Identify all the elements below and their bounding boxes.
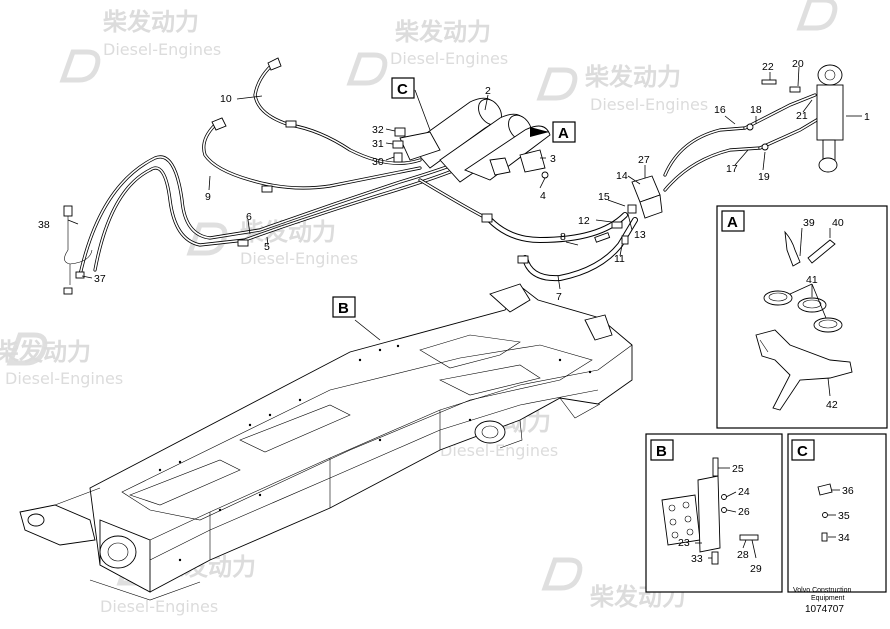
watermark-brand-en: Diesel-Engines xyxy=(240,249,358,268)
detail-a-title: A xyxy=(727,214,738,231)
part-label: 36 xyxy=(842,485,854,497)
part-label: 41 xyxy=(806,274,818,286)
watermark-logo-icon xyxy=(536,67,578,101)
part-label: 37 xyxy=(94,273,106,285)
part-label: 27 xyxy=(638,154,650,166)
part-label: 2 xyxy=(485,85,491,97)
callout-b-label: B xyxy=(338,300,349,317)
detail-b-title: B xyxy=(656,443,667,460)
part-label: 35 xyxy=(838,510,850,522)
drawing-footer: Volvo Construction Equipment 1074707 xyxy=(793,587,851,615)
watermark-tile: 柴发动力 Diesel-Engines xyxy=(186,218,358,268)
part-label: 30 xyxy=(372,156,384,168)
detail-c-title: C xyxy=(797,443,808,460)
part-label: 42 xyxy=(826,399,838,411)
accumulator-group xyxy=(392,97,551,183)
main-frame xyxy=(19,283,633,601)
part-label: 8 xyxy=(560,231,566,243)
part-label: 3 xyxy=(550,153,556,165)
watermark-brand-en: Diesel-Engines xyxy=(390,49,508,68)
watermark-logo-icon xyxy=(796,0,838,31)
part-label: 6 xyxy=(246,211,252,223)
part-label: 5 xyxy=(264,241,270,253)
part-label: 28 xyxy=(737,549,749,561)
watermark-brand-cn: 柴发动力 xyxy=(102,8,199,36)
part-labels: 1 2 3 4 5 6 7 8 9 10 11 12 13 14 15 16 1… xyxy=(38,58,870,303)
part-label: 34 xyxy=(838,532,850,544)
part-label: 32 xyxy=(372,124,384,136)
watermark-tile: 柴发动力 Diesel-Engines xyxy=(59,8,221,83)
fittings xyxy=(63,57,529,295)
part-label: 10 xyxy=(220,93,232,105)
watermark-brand-en: Diesel-Engines xyxy=(590,95,708,114)
valve-block xyxy=(594,175,663,245)
part-label: 19 xyxy=(758,171,770,183)
watermark-tile xyxy=(796,0,838,31)
watermark-logo-icon xyxy=(186,222,228,256)
callout-c-label: C xyxy=(397,81,408,98)
watermark-brand-en: Diesel-Engines xyxy=(103,40,221,59)
part-label: 18 xyxy=(750,104,762,116)
watermark-tile: 柴发动力 Diesel-Engines xyxy=(0,332,123,388)
watermark-brand-cn: 柴发动力 xyxy=(584,63,681,91)
watermark-brand-en: Diesel-Engines xyxy=(5,369,123,388)
watermark-logo-icon xyxy=(6,332,48,366)
part-label: 33 xyxy=(691,553,703,565)
part-label: 16 xyxy=(714,104,726,116)
part-label: 39 xyxy=(803,217,815,229)
part-label: 25 xyxy=(732,463,744,475)
part-label: 26 xyxy=(738,506,750,518)
part-label: 22 xyxy=(762,61,774,73)
callout-b[interactable]: B xyxy=(332,296,356,318)
callout-a[interactable]: A xyxy=(530,121,576,143)
part-label: 23 xyxy=(678,537,690,549)
maker-line-1: Volvo Construction xyxy=(793,587,851,594)
callout-a-label: A xyxy=(558,125,569,142)
part-label: 17 xyxy=(726,163,738,175)
watermark-tile: 柴发动力 Diesel-Engines xyxy=(536,63,708,114)
watermark-tile: 柴发动力 Diesel-Engines xyxy=(100,552,256,616)
part-label: 31 xyxy=(372,138,384,150)
part-label: 40 xyxy=(832,217,844,229)
part-label: 21 xyxy=(796,110,808,122)
drawing-id: 1074707 xyxy=(805,604,844,615)
part-label: 7 xyxy=(556,291,562,303)
part-label: 11 xyxy=(614,253,625,265)
part-label: 1 xyxy=(864,111,870,123)
watermark-brand-en: Diesel-Engines xyxy=(100,597,218,616)
watermark-brand-cn: 柴发动力 xyxy=(0,338,91,366)
callout-c[interactable]: C xyxy=(391,77,415,99)
part-label: 20 xyxy=(792,58,804,70)
watermark-logo-icon xyxy=(541,557,583,591)
arrow-icon xyxy=(530,127,549,137)
detail-view-a[interactable]: A 39 40 41 42 xyxy=(716,205,888,429)
watermark-logo-icon xyxy=(59,49,101,83)
part-label: 24 xyxy=(738,486,750,498)
part-label: 15 xyxy=(598,191,610,203)
part-label: 9 xyxy=(205,191,211,203)
part-label: 38 xyxy=(38,219,50,231)
part-label: 4 xyxy=(540,190,546,202)
watermark-brand-cn: 柴发动力 xyxy=(394,18,491,46)
watermark-tile: 柴发动力 Diesel-Engines xyxy=(346,18,508,86)
part-label: 29 xyxy=(750,563,762,575)
detail-view-b[interactable]: B 25 24 26 23 28 33 29 xyxy=(645,433,783,593)
watermark-brand-en: Diesel-Engines xyxy=(440,441,558,460)
part-label: 14 xyxy=(616,170,628,182)
part-label: 13 xyxy=(634,229,646,241)
maker-line-2: Equipment xyxy=(811,595,845,602)
watermark-logo-icon xyxy=(346,52,388,86)
part-label: 12 xyxy=(578,215,590,227)
cylinder xyxy=(746,64,844,173)
detail-view-c[interactable]: C 36 35 34 xyxy=(787,433,887,593)
hydraulic-lines xyxy=(64,63,822,285)
